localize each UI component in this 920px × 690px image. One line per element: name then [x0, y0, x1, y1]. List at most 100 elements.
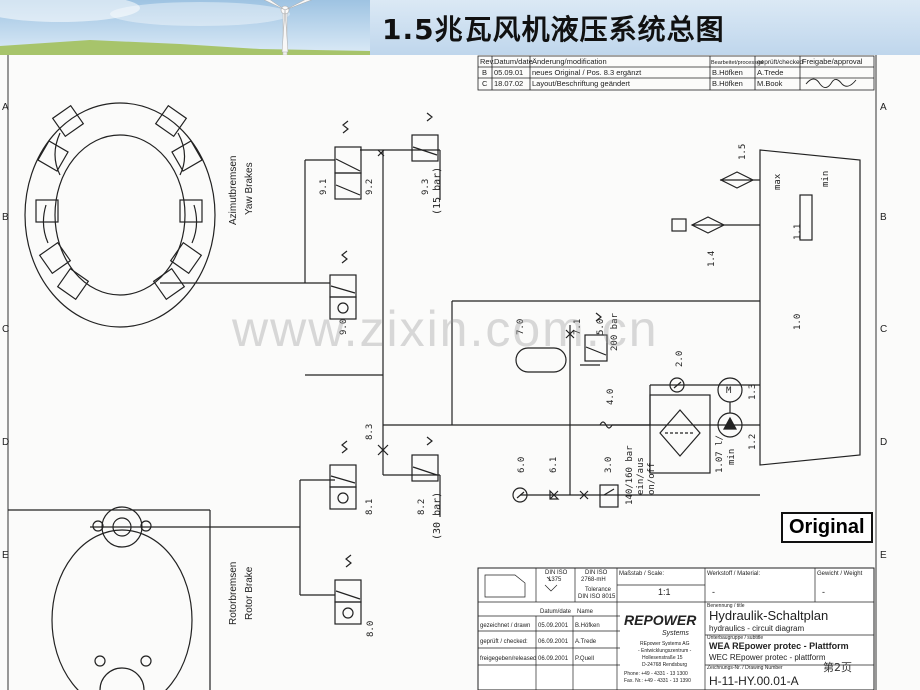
rotor-brake-label-en: Rotor Brake	[244, 566, 255, 620]
revision-cell: 05.09.01	[494, 68, 523, 77]
component-label: 8.1	[365, 499, 375, 515]
weight-label: Gewicht / Weight	[817, 571, 863, 577]
watermark: www.zixin.com.cn	[232, 301, 659, 357]
component-label: 1.2	[748, 434, 758, 450]
address-line: D-24768 Rendsburg	[642, 662, 687, 668]
revision-header: geprüft/checked	[757, 59, 804, 66]
date-header: Datum/date	[540, 609, 572, 615]
pressure-note: 140/160 bar	[625, 445, 635, 505]
rotor-brake-label-de: Rotorbremsen	[228, 562, 239, 625]
wind-turbine-graphic	[0, 0, 370, 55]
component-label: 9.0	[339, 319, 349, 335]
assembly-title: WEA REpower protec - Plattform	[709, 641, 849, 651]
yaw-brakes-label-de: Azimutbremsen	[228, 156, 239, 225]
rotor-brake-disc	[51, 529, 193, 690]
valve-9-3	[411, 134, 439, 162]
revision-cell: B.Höfken	[712, 79, 743, 88]
revision-cell: M.Book	[757, 79, 783, 88]
level-min-label: min	[821, 171, 831, 187]
component-label: 1.5	[738, 144, 748, 160]
company-logo-sub: Systems	[662, 630, 689, 637]
filter-2-0	[659, 409, 701, 457]
grid-letter: D	[880, 437, 887, 448]
pressure-note: ein/aus	[636, 457, 646, 495]
din-value: 2768-mH	[581, 577, 606, 583]
row-label: geprüft / checked:	[480, 639, 528, 645]
revision-cell: B.Höfken	[712, 68, 743, 77]
revision-header: Bearbeitet/processed	[711, 60, 763, 66]
filter-1-4	[690, 216, 726, 234]
drawing-number-label: Zeichnungs-Nr. / Drawing Number	[707, 665, 783, 671]
pressure-note: (15 bar)	[432, 167, 443, 215]
component-label: 5.0	[596, 319, 606, 335]
component-label: 9.3	[421, 179, 431, 195]
row-date: 06.09.2001	[538, 639, 569, 645]
revision-table: Rev. Datum/date Änderung/modification Be…	[477, 55, 875, 91]
address-line: Hollesenstraße 15	[642, 655, 683, 661]
scale-label: Maßstab / Scale:	[619, 571, 664, 577]
material-value: -	[712, 587, 715, 597]
revision-header: Datum/date	[494, 57, 533, 66]
grid-letter: E	[2, 550, 9, 561]
name-header: Name	[577, 609, 594, 615]
row-name: B.Höfken	[575, 623, 600, 629]
revision-header: Freigabe/approval	[802, 57, 863, 66]
revision-cell: 18.07.02	[494, 79, 523, 88]
address-line: - Entwicklungszentrum -	[638, 648, 692, 654]
original-stamp: Original	[781, 512, 873, 543]
level-max-label: max	[773, 173, 783, 190]
pressure-gauge-icon	[512, 487, 528, 503]
component-label: 9.2	[365, 179, 375, 195]
motor-symbol: M	[726, 386, 732, 396]
component-label: 8.3	[365, 424, 375, 440]
grid-letter: C	[880, 324, 887, 335]
row-date: 06.09.2001	[538, 656, 569, 662]
revision-cell: neues Original / Pos. 8.3 ergänzt	[532, 68, 642, 77]
component-label: 1.1	[793, 224, 803, 240]
hydraulic-circuit-diagram: A B C D E A B C D E Azimutbremsen Yaw Br…	[2, 55, 887, 690]
drawing-subtitle: hydraulics - circuit diagram	[709, 624, 804, 633]
yaw-brake-ring	[24, 102, 216, 328]
revision-cell: Layout/Beschriftung geändert	[532, 79, 631, 88]
weight-value: -	[822, 587, 825, 597]
address-line: Fax. Nr.: +49 - 4331 - 13 1390	[624, 678, 691, 684]
component-label: 3.0	[604, 457, 614, 473]
component-label: 6.1	[549, 457, 559, 473]
title-label: Benennung / title	[707, 603, 745, 609]
valve-8-1	[329, 464, 357, 488]
assembly-title-en: WEC REpower protec - plattform	[709, 653, 826, 662]
pressure-note: on/off	[647, 462, 657, 495]
approval-signature	[805, 78, 857, 88]
valve-9-0	[329, 274, 357, 298]
component-label: 1.4	[707, 251, 717, 267]
subtitle-label: Unterbaugruppe / subtitle	[707, 635, 763, 641]
component-label: 8.2	[417, 499, 427, 515]
scale-value: 1:1	[658, 587, 671, 597]
company-logo: REPOWER	[624, 612, 697, 628]
grid-letter: D	[2, 437, 9, 448]
grid-letter: E	[880, 550, 887, 561]
din-label: DIN ISO	[545, 570, 568, 576]
grid-letter: A	[2, 102, 9, 113]
slide-title: 1.5兆瓦风机液压系统总图	[382, 13, 725, 46]
title-banner: 1.5兆瓦风机液压系统总图	[0, 0, 920, 55]
pressure-gauge-icon	[669, 377, 685, 393]
component-label: 6.0	[517, 457, 527, 473]
pressure-note: 200 bar	[610, 312, 620, 351]
grid-letter: A	[880, 102, 887, 113]
drawing-title: Hydraulik-Schaltplan	[709, 608, 828, 623]
row-name: A.Trede	[575, 639, 597, 645]
row-label: gezeichnet / drawn	[480, 623, 530, 629]
oil-tank	[759, 149, 861, 466]
row-name: P.Quell	[575, 656, 594, 662]
component-label: 4.0	[606, 389, 616, 405]
tolerance-value: DIN ISO 8015	[578, 594, 616, 600]
flow-note: min	[727, 449, 737, 465]
component-label: 1.0	[793, 314, 803, 330]
material-label: Werkstoff / Material:	[707, 571, 760, 577]
grid-letter: B	[2, 212, 9, 223]
page-number: 第2页	[823, 661, 852, 674]
din-label: DIN ISO	[585, 570, 608, 576]
component-label: 8.0	[366, 621, 376, 637]
din-value: 1375	[548, 577, 562, 583]
